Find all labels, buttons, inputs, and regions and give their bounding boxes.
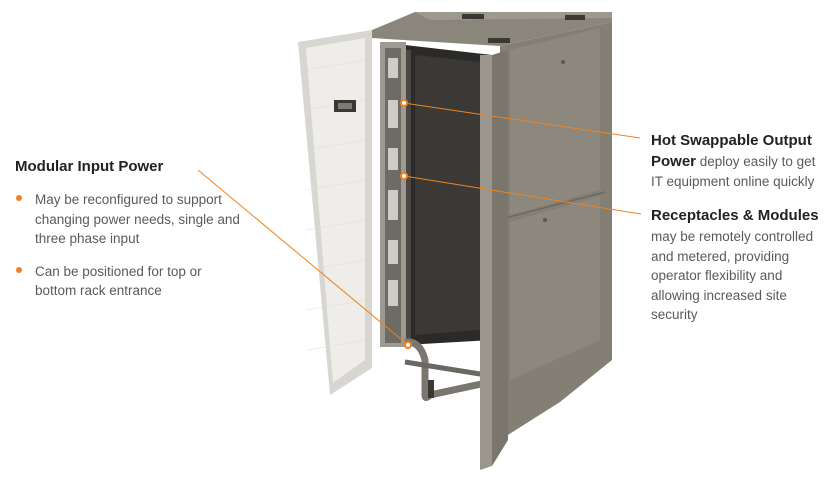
receptacles-line: allowing increased site — [651, 287, 787, 303]
hot-swappable-output-desc: deploy easily to get — [696, 154, 816, 169]
bullet-text: Can be positioned for top or bottom rack… — [35, 263, 202, 299]
callout-line-input-power — [197, 169, 409, 346]
bullet-item: Can be positioned for top or bottom rack… — [15, 262, 245, 301]
hot-swappable-output-title: Hot Swappable Output — [651, 132, 812, 149]
rear-door — [492, 50, 508, 466]
cabinet-top — [372, 12, 612, 46]
callout-line-receptacles — [403, 175, 642, 215]
hot-swappable-output-title-cont: Power — [651, 153, 697, 170]
bullet-dot-icon — [16, 195, 22, 201]
bullet-text: May be reconfigured to support changing … — [35, 192, 240, 246]
receptacles-line: security — [651, 307, 698, 322]
bullet-item: May be reconfigured to support changing … — [15, 190, 245, 249]
modular-input-power-bullets: May be reconfigured to support changing … — [15, 190, 245, 314]
receptacles-line: may be remotely controlled — [651, 229, 814, 244]
modular-input-power-title: Modular Input Power — [15, 158, 164, 175]
bullet-dot-icon — [16, 266, 22, 273]
receptacles-modules-title: Receptacles & Modules — [651, 207, 819, 224]
callout-line-output-power — [403, 102, 641, 139]
hot-swappable-output-text: Power deploy easily to get IT equipment … — [651, 152, 827, 191]
receptacles-line: operator flexibility and — [651, 268, 783, 283]
receptacles-modules-text: may be remotely controlled and metered, … — [651, 227, 827, 325]
receptacles-line: and metered, providing — [651, 248, 790, 264]
hot-swappable-output-desc-line2: IT equipment online quickly — [651, 173, 815, 189]
